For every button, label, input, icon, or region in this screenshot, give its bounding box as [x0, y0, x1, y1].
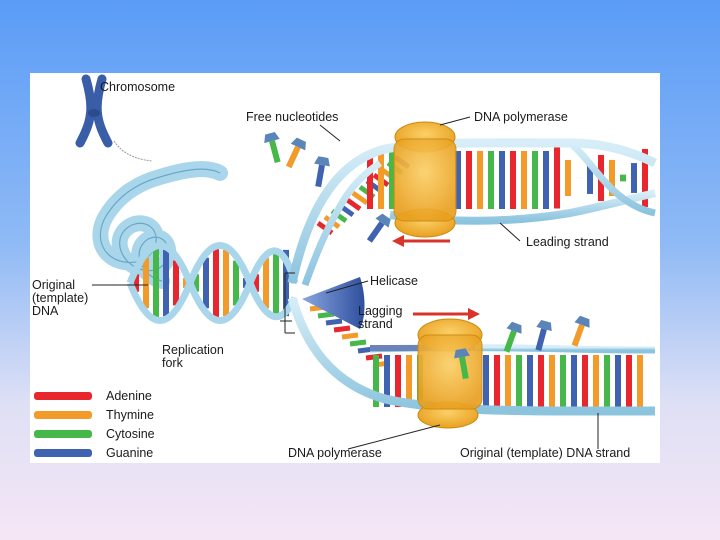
leading-direction-arrow	[392, 235, 450, 247]
label-free-nucleotides: Free nucleotides	[246, 110, 339, 124]
guanine-swatch	[34, 449, 92, 457]
free-nucleotides-bottom	[454, 315, 590, 380]
base-pair	[349, 339, 367, 347]
base-pair	[325, 318, 343, 326]
dna-polymerase-top	[393, 121, 457, 238]
cytosine-swatch	[34, 430, 92, 438]
label-leading-strand: Leading strand	[526, 235, 609, 249]
leader-lines	[92, 116, 599, 450]
original-dna-backbone-b	[126, 242, 299, 324]
label-replication-fork: Replication fork	[162, 343, 224, 370]
label-original-template-dna: Original (template) DNA	[32, 278, 89, 318]
label-original-template-dna-strand: Original (template) DNA strand	[460, 446, 631, 460]
free-nucleotide	[314, 156, 330, 188]
free-nucleotides	[264, 131, 391, 243]
original-dna-backbone-a	[126, 242, 299, 324]
base-pair	[344, 196, 362, 212]
chromosome-icon	[75, 74, 113, 148]
helicase-icon	[302, 277, 365, 329]
dna-polymerase-bottom	[417, 318, 483, 429]
lagging-direction-arrow	[413, 308, 480, 320]
base-pair	[317, 311, 335, 319]
free-nucleotide	[285, 137, 306, 169]
base-pair	[341, 332, 359, 340]
dna-replication-diagram	[75, 74, 657, 450]
free-nucleotide	[454, 348, 470, 380]
legend: Adenine Thymine Cytosine Guanine	[34, 390, 174, 460]
diagram-panel: Chromosome Free nucleotides DNA polymera…	[30, 73, 660, 463]
label-chromosome: Chromosome	[100, 80, 176, 94]
top-arm-backbone-inner	[301, 160, 382, 287]
label-dna-polymerase-top: DNA polymerase	[474, 110, 568, 124]
free-nucleotide	[571, 315, 590, 347]
free-nucleotide	[264, 131, 281, 164]
base-pair	[351, 190, 369, 206]
free-nucleotide	[535, 319, 552, 352]
base-pair	[333, 325, 351, 333]
label-dna-polymerase-bottom: DNA polymerase	[288, 446, 382, 460]
free-nucleotide	[503, 321, 522, 353]
label-helicase: Helicase	[370, 274, 418, 288]
thymine-swatch	[34, 411, 92, 419]
label-lagging-strand: Lagging strand	[358, 304, 403, 331]
adenine-swatch	[34, 392, 92, 400]
free-nucleotide	[366, 213, 391, 243]
